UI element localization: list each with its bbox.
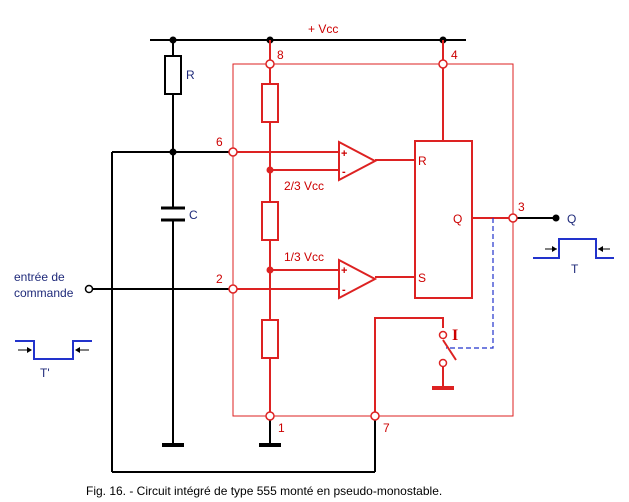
discharge-wire	[374, 317, 444, 412]
input-label-line2: commande	[14, 286, 74, 300]
switch-i-label: I	[452, 327, 458, 344]
arrow-head-left	[75, 347, 80, 353]
switch-blade	[442, 339, 457, 361]
junction-dot	[266, 266, 274, 274]
comp2-minus-sign: -	[342, 284, 346, 296]
flipflop-q-label: Q	[453, 212, 462, 226]
vcc-label: + Vcc	[308, 22, 338, 36]
arrow-head-left	[598, 246, 603, 252]
output-pulse-waveform	[533, 238, 614, 259]
output-q-label: Q	[567, 212, 576, 226]
arrow-head-right	[552, 246, 557, 252]
flipflop-r-label: R	[418, 154, 427, 168]
comparator-upper	[338, 140, 378, 182]
ic-555-internal	[232, 40, 514, 417]
two-thirds-vcc-label: 2/3 Vcc	[284, 179, 324, 193]
capacitor-c-label: C	[189, 208, 198, 222]
flipflop-rs	[414, 140, 473, 299]
junction-dot	[169, 148, 177, 156]
pin-6-terminal	[228, 147, 238, 157]
input-terminal	[84, 284, 94, 294]
switch-contact-bottom	[438, 358, 448, 368]
input-pulse-line	[15, 340, 92, 360]
pin-3-terminal	[508, 213, 518, 223]
arrow-head-right	[27, 347, 32, 353]
output-pulse-line	[533, 238, 614, 259]
pin-3-label: 3	[518, 200, 525, 214]
output-pulse-label: T	[571, 262, 579, 276]
divider-resistor-bottom	[261, 319, 279, 359]
pin-6-label: 6	[216, 135, 223, 149]
junction-dot	[266, 166, 274, 174]
pin-8-label: 8	[277, 48, 284, 62]
input-pulse-waveform	[15, 340, 92, 360]
figure-caption: Fig. 16. - Circuit intégré de type 555 m…	[86, 484, 442, 498]
divider-resistor-middle	[261, 201, 279, 241]
resistor-r-label: R	[186, 68, 195, 82]
pin-7-terminal	[370, 411, 380, 421]
resistor-r	[164, 55, 182, 95]
pin-1-terminal	[265, 411, 275, 421]
flipflop-s-label: S	[418, 271, 426, 285]
one-third-vcc-label: 1/3 Vcc	[284, 250, 324, 264]
pin-2-terminal	[228, 284, 238, 294]
divider-resistor-top	[261, 83, 279, 123]
pin-4-label: 4	[451, 48, 458, 62]
comparator-lower	[338, 258, 378, 300]
pin-7-label: 7	[383, 421, 390, 435]
pin-2-label: 2	[216, 272, 223, 286]
pin-4-terminal	[438, 59, 448, 69]
pin-8-terminal	[265, 59, 275, 69]
pin-1-label: 1	[278, 421, 285, 435]
output-terminal-dot	[552, 214, 560, 222]
input-label-line1: entrée de	[14, 270, 65, 284]
comp1-plus-sign: +	[341, 148, 347, 160]
junction-dot	[169, 36, 177, 44]
comp1-minus-sign: -	[342, 166, 346, 178]
control-link-dashed	[446, 218, 494, 349]
input-pulse-label: T'	[40, 366, 50, 380]
comp2-plus-sign: +	[341, 265, 347, 277]
switch-contact-top	[438, 330, 448, 340]
